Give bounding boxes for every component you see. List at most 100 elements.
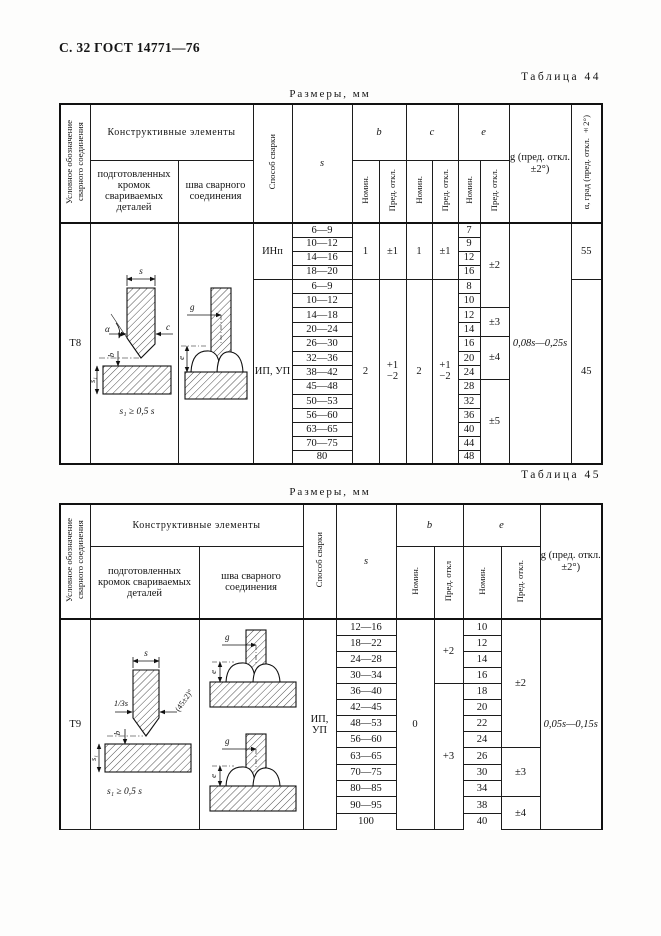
s-range-cell: 26—30 <box>291 336 353 352</box>
e-nominal-cell: 26 <box>462 747 502 766</box>
dim-c-label: c <box>166 322 170 332</box>
table45-units-label: Размеры, мм <box>289 486 371 498</box>
b-deviation-cell: ±1 <box>378 222 407 280</box>
dim-e-label: e <box>179 356 186 360</box>
g-value-cell: 0,05s—0,15s <box>539 618 603 831</box>
s-range-cell: 63—65 <box>335 747 397 766</box>
dim-s1-label: s₁ <box>91 377 97 383</box>
e-deviation-cell: ±2 <box>479 222 510 309</box>
header-alpha: α, град (пред. откл. ±2°) <box>570 103 603 224</box>
dim-g-label: g <box>225 736 230 746</box>
header-e-deviation: Пред. откл. <box>479 159 510 224</box>
s-range-cell: 38—42 <box>291 364 353 380</box>
dim-e-label: e <box>208 670 218 674</box>
dim-alpha-label: α <box>105 324 110 334</box>
dim-g-label: g <box>225 632 230 642</box>
e-deviation-cell: ±4 <box>500 796 541 831</box>
method-cell: ИП, УП <box>252 278 293 465</box>
e-deviation-cell: ±3 <box>479 307 510 337</box>
header-weld-joint: шва сварного соединения <box>177 159 254 224</box>
header-weld-method: Способ сварки <box>302 503 337 621</box>
header-b-deviation: Пред. откл. <box>378 159 407 224</box>
s-range-cell: 56—60 <box>335 731 397 749</box>
e-nominal-cell: 34 <box>462 780 502 798</box>
dim-b-label: b <box>106 353 116 357</box>
b-nominal-cell: 2 <box>351 278 380 465</box>
b-deviation-cell: +3 <box>433 682 464 831</box>
s-range-cell: 90—95 <box>335 796 397 815</box>
table44-units-label: Размеры, мм <box>289 88 371 100</box>
header-c-group: c <box>405 103 459 161</box>
e-nominal-cell: 38 <box>462 796 502 815</box>
s-range-cell: 18—20 <box>291 264 353 280</box>
s-range-cell: 80 <box>291 449 353 465</box>
header-weld-joint: шва сварного соединения <box>198 545 304 621</box>
e-deviation-cell: ±3 <box>500 747 541 798</box>
dim-b-label: b <box>112 731 122 735</box>
t8-weld-figure: g e <box>177 222 254 465</box>
s-range-cell: 56—60 <box>291 407 353 423</box>
s-range-cell: 50—53 <box>291 393 353 409</box>
method-cell: ИП, УП <box>302 618 337 831</box>
header-prepared-edges: подготовленных кромок свариваемых детале… <box>89 545 200 621</box>
e-nominal-cell: 14 <box>457 322 481 337</box>
header-designation: Условное обозначение сварного соединения <box>59 503 91 621</box>
header-weld-method: Способ сварки <box>252 103 293 224</box>
table45: Условное обозначение сварного соединения… <box>59 503 604 831</box>
e-nominal-cell: 14 <box>462 650 502 668</box>
c-nominal-cell: 2 <box>405 278 433 465</box>
dim-third-label: 1/3s <box>114 698 129 708</box>
dim-s1-label: s₁ <box>91 755 98 761</box>
table44-caption: Таблица 44 <box>521 71 601 83</box>
e-nominal-cell: 7 <box>457 222 481 238</box>
header-b-group: b <box>351 103 407 161</box>
designation-cell: Т8 <box>59 222 91 465</box>
s-range-cell: 14—18 <box>291 307 353 323</box>
b-deviation-cell: +1−2 <box>378 278 407 465</box>
e-nominal-cell: 24 <box>462 731 502 749</box>
t9-weld-drawing: g e g e <box>208 629 297 812</box>
header-g: g (пред. откл. ±2°) <box>508 103 572 224</box>
table45-caption: Таблица 45 <box>521 469 601 481</box>
header-e-deviation: Пред. откл. <box>500 545 541 621</box>
header-b-nominal: Номин. <box>351 159 380 224</box>
header-designation: Условное обозначение сварного соединения <box>59 103 91 224</box>
e-nominal-cell: 40 <box>462 813 502 830</box>
t8-edge-prep-drawing: s c α b s₁ s₁ ≥ 0,5 s <box>91 267 173 417</box>
t9-edge-prep-figure: s 1/3s (45±2)° b s₁ s₁ ≥ 0,5 s <box>89 618 200 831</box>
header-e-nominal: Номин. <box>462 545 502 621</box>
dim-s-label: s <box>139 267 143 277</box>
s-range-cell: 10—12 <box>291 293 353 309</box>
e-nominal-cell: 8 <box>457 278 481 295</box>
header-e-group: e <box>462 503 541 547</box>
s-range-cell: 12—16 <box>335 618 397 636</box>
s-range-cell: 36—40 <box>335 682 397 701</box>
header-b-deviation: Пред. откл <box>433 545 464 621</box>
s-range-cell: 14—16 <box>291 250 353 266</box>
e-nominal-cell: 24 <box>457 364 481 380</box>
c-nominal-cell: 1 <box>405 222 433 280</box>
page-header: С. 32 ГОСТ 14771—76 <box>59 40 200 55</box>
header-s: s <box>335 503 397 621</box>
e-nominal-cell: 44 <box>457 435 481 451</box>
s-range-cell: 80—85 <box>335 780 397 798</box>
e-nominal-cell: 16 <box>457 264 481 280</box>
e-nominal-cell: 30 <box>462 764 502 782</box>
s-range-cell: 63—65 <box>291 421 353 437</box>
e-nominal-cell: 18 <box>462 682 502 701</box>
b-nominal-cell: 1 <box>351 222 380 280</box>
e-nominal-cell: 20 <box>462 699 502 717</box>
t8-edge-prep-figure: s c α b s₁ s₁ ≥ 0,5 s <box>89 222 179 465</box>
s-range-cell: 18—22 <box>335 634 397 652</box>
t9-weld-figure: g e g e <box>198 618 304 831</box>
alpha-cell: 55 <box>570 222 603 280</box>
header-b-nominal: Номин. <box>395 545 435 621</box>
t9-edge-prep-drawing: s 1/3s (45±2)° b s₁ s₁ ≥ 0,5 s <box>91 649 195 797</box>
e-nominal-cell: 9 <box>457 236 481 252</box>
e-nominal-cell: 48 <box>457 449 481 465</box>
header-b-group: b <box>395 503 464 547</box>
figure-note: s₁ ≥ 0,5 s <box>120 407 155 417</box>
s-range-cell: 70—75 <box>335 764 397 782</box>
s-range-cell: 45—48 <box>291 378 353 395</box>
